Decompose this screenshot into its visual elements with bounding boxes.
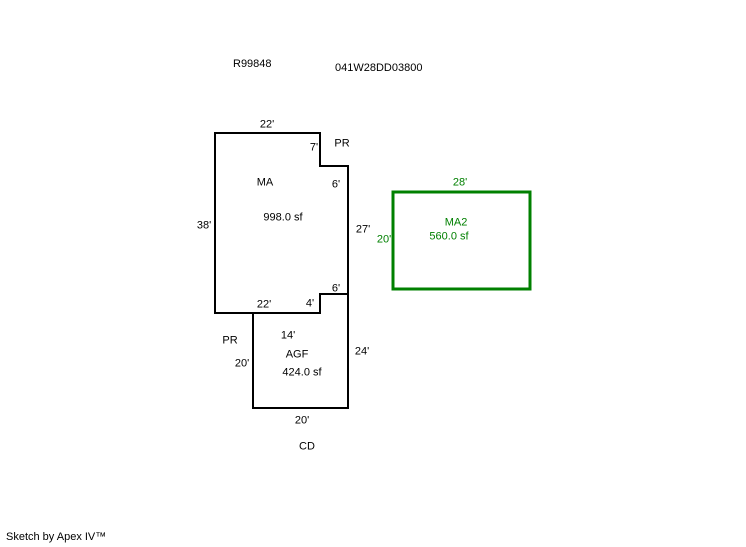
dim-ma-right: 27' [355, 223, 371, 236]
deck-label: CD [299, 440, 315, 453]
dim-agf-top: 14' [280, 329, 296, 342]
dim-ma-step-vertical: 4' [305, 297, 315, 310]
ma-area-sqft: 998.0 sf [263, 211, 303, 224]
dim-agf-right: 24' [354, 345, 370, 358]
dim-ma-bottom: 22' [256, 298, 272, 311]
ma2-area-sqft: 560.0 sf [429, 230, 469, 243]
ma-area-label: MA [256, 176, 274, 189]
porch-label-top: PR [334, 137, 350, 150]
agf-area-sqft: 424.0 sf [282, 366, 322, 379]
agf-area-label: AGF [285, 348, 309, 361]
apex-credit: Sketch by Apex IV™ [6, 531, 107, 543]
dim-agf-left: 20' [234, 357, 250, 370]
agf-outline [252, 293, 349, 409]
dim-ma2-left: 20' [376, 233, 392, 246]
porch-label-bottom: PR [222, 334, 238, 347]
ma2-outline [391, 190, 532, 291]
dim-ma-top: 22' [259, 118, 275, 131]
ma2-area-label: MA2 [444, 216, 468, 229]
parcel-id: 041W28DD03800 [335, 62, 423, 74]
dim-ma-step-horizontal: 6' [331, 282, 341, 295]
dim-ma-notch-horizontal: 6' [331, 178, 341, 191]
record-id: R99848 [233, 58, 272, 70]
dim-ma2-top: 28' [452, 176, 468, 189]
dim-agf-bottom: 20' [294, 414, 310, 427]
dim-ma-left: 38' [196, 219, 212, 232]
dim-ma-notch-vertical: 7' [309, 141, 319, 154]
